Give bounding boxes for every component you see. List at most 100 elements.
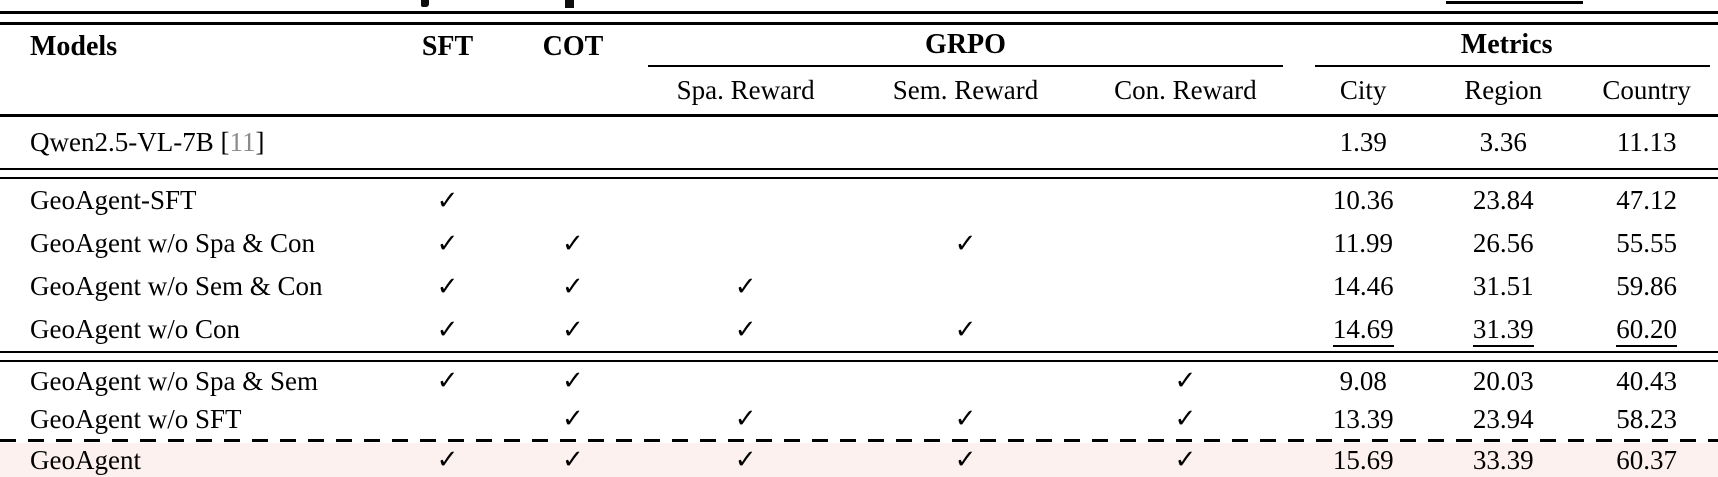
check-empty-cell xyxy=(636,222,856,265)
underlined-metric-value: 60.20 xyxy=(1616,314,1678,347)
caption-descender-mark xyxy=(421,0,429,7)
metric-value: 59.86 xyxy=(1616,271,1678,301)
cropped-caption-strip xyxy=(0,0,1718,11)
check-empty-cell xyxy=(856,115,1076,168)
model-name: GeoAgent w/o Spa & Sem xyxy=(30,365,318,396)
check-icon: ✓ xyxy=(954,404,977,433)
underlined-metric-value: 31.39 xyxy=(1472,314,1534,347)
check-empty-cell xyxy=(1075,265,1295,308)
check-icon: ✓ xyxy=(436,366,459,395)
check-icon: ✓ xyxy=(436,445,459,474)
check-empty-cell xyxy=(856,265,1076,308)
check-empty-cell xyxy=(385,115,510,168)
header-row-sub: Spa. Reward Sem. Reward Con. Reward City… xyxy=(0,67,1718,117)
citation-bracket: [ xyxy=(213,126,230,157)
metric-value: 20.03 xyxy=(1472,365,1534,396)
metric-value: 23.94 xyxy=(1472,403,1534,434)
metric-value: 11.13 xyxy=(1616,126,1677,157)
check-empty-cell xyxy=(1075,115,1295,168)
double-rule xyxy=(0,351,1718,362)
metric-value: 14.69 xyxy=(1295,308,1431,351)
metric-value: 33.39 xyxy=(1472,444,1534,475)
col-header-sft: SFT xyxy=(384,25,511,117)
check-empty-cell xyxy=(636,362,856,400)
metric-value: 40.43 xyxy=(1616,365,1678,396)
check-icon: ✓ xyxy=(1174,366,1197,395)
check-empty-cell xyxy=(856,179,1076,222)
check-icon: ✓ xyxy=(1174,445,1197,474)
check-empty-cell xyxy=(510,115,635,168)
check-icon: ✓ xyxy=(734,445,757,474)
metric-value: 31.51 xyxy=(1472,271,1534,301)
metric-value: 11.99 xyxy=(1333,228,1394,258)
model-name: Qwen2.5-VL-7B [11] xyxy=(30,126,265,157)
ablation-table: Models SFT COT GRPO Metrics Spa. Reward … xyxy=(0,25,1718,477)
col-group-metrics: Metrics xyxy=(1295,25,1718,67)
metric-value: 15.69 xyxy=(1332,444,1394,475)
check-icon: ✓ xyxy=(562,228,584,258)
citation-bracket: ] xyxy=(255,126,265,157)
check-icon: ✓ xyxy=(436,271,459,301)
table-row: Qwen2.5-VL-7B [11] 1.39 3.36 11.13 xyxy=(0,115,1718,168)
caption-underline-fragment xyxy=(1446,1,1583,4)
col-group-grpo: GRPO xyxy=(636,25,1296,67)
table-row: GeoAgent-SFT ✓ 10.36 23.84 47.12 xyxy=(0,179,1718,222)
metric-value: 9.08 xyxy=(1339,365,1387,396)
metric-value: 26.56 xyxy=(1472,228,1534,258)
metric-value: 1.39 xyxy=(1339,126,1387,157)
metric-value: 47.12 xyxy=(1616,185,1678,215)
metric-value: 60.37 xyxy=(1616,444,1678,475)
check-empty-cell xyxy=(1075,308,1295,351)
col-header-country: Country xyxy=(1575,67,1718,117)
model-name: GeoAgent w/o Con xyxy=(30,314,240,344)
col-header-models: Models xyxy=(0,25,385,117)
metric-value: 14.46 xyxy=(1332,271,1394,301)
check-empty-cell xyxy=(1075,179,1295,222)
metric-value: 10.36 xyxy=(1332,185,1394,215)
table-row: GeoAgent ✓ ✓ ✓ ✓ ✓ 15.69 33.39 60.37 xyxy=(0,443,1718,477)
check-empty-cell xyxy=(636,179,856,222)
check-icon: ✓ xyxy=(562,314,584,344)
model-name: GeoAgent w/o SFT xyxy=(30,403,242,434)
check-icon: ✓ xyxy=(954,314,977,344)
metric-value: 13.39 xyxy=(1332,403,1394,434)
group-separator-double xyxy=(0,168,1718,179)
grpo-group-label: GRPO xyxy=(925,29,1006,60)
metric-value: 3.36 xyxy=(1479,126,1527,157)
col-header-region: Region xyxy=(1431,67,1576,117)
check-icon: ✓ xyxy=(562,404,584,433)
model-name: GeoAgent xyxy=(30,444,141,475)
check-icon: ✓ xyxy=(436,314,459,344)
check-icon: ✓ xyxy=(436,185,459,215)
check-icon: ✓ xyxy=(436,228,459,258)
metric-value: 23.84 xyxy=(1472,185,1534,215)
metrics-group-label: Metrics xyxy=(1460,29,1553,60)
check-empty-cell xyxy=(636,115,856,168)
col-header-sem-reward: Sem. Reward xyxy=(855,67,1076,117)
check-icon: ✓ xyxy=(954,445,977,474)
check-icon: ✓ xyxy=(562,366,584,395)
check-icon: ✓ xyxy=(734,404,757,433)
col-header-cot: COT xyxy=(510,25,636,117)
caption-descender-mark xyxy=(565,0,574,8)
grpo-cmidrule xyxy=(647,65,1284,67)
underlined-metric-value: 14.69 xyxy=(1332,314,1394,347)
header-row-groups: Models SFT COT GRPO Metrics xyxy=(0,25,1718,117)
check-icon: ✓ xyxy=(562,445,584,474)
metric-value: 58.23 xyxy=(1616,403,1678,434)
citation-link[interactable]: 11 xyxy=(229,126,256,157)
check-icon: ✓ xyxy=(734,271,757,301)
check-empty-cell xyxy=(385,400,510,438)
table-top-double-rule xyxy=(0,11,1718,25)
table-row: GeoAgent w/o Spa & Sem ✓ ✓ ✓ 9.08 20.03 40.43 xyxy=(0,362,1718,400)
model-name: GeoAgent w/o Spa & Con xyxy=(30,228,315,258)
model-name: GeoAgent-SFT xyxy=(30,185,197,215)
check-empty-cell xyxy=(510,179,635,222)
model-name: GeoAgent w/o Sem & Con xyxy=(30,271,323,301)
col-header-spa-reward: Spa. Reward xyxy=(635,67,856,117)
